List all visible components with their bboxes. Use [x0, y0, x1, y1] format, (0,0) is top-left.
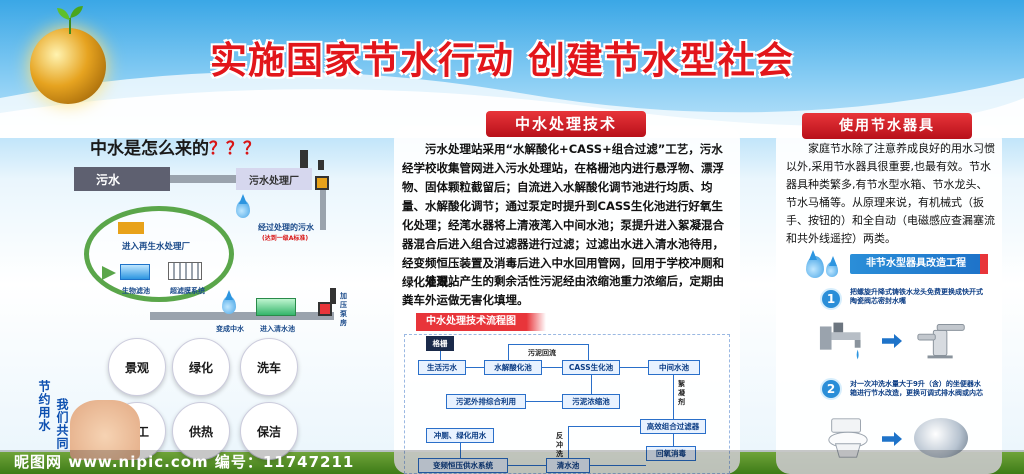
sewage-box: 污水: [74, 167, 170, 191]
use-circle-landscape: 景观: [108, 338, 166, 396]
toilet-icon: [828, 418, 868, 458]
flow-sludge-thicken: 污泥浓缩池: [562, 394, 620, 409]
treated-label: 经过处理的污水: [258, 223, 314, 232]
flow-clear-pool: 清水池: [546, 458, 590, 473]
flow-line: [460, 443, 461, 458]
item2-badge: 2: [820, 378, 842, 400]
flow-filter: 高效组合过滤器: [640, 419, 706, 434]
flow-title: 中水处理技术流程图: [426, 316, 516, 327]
plant-label: 污水处理厂: [249, 175, 299, 187]
flow-title-tag: 中水处理技术流程图: [416, 313, 546, 331]
membrane-icon: [168, 262, 202, 280]
hands-image: [70, 400, 140, 460]
question-marks: ？？？: [209, 139, 260, 159]
flow-backwash: 反冲洗: [556, 432, 563, 458]
pressure-label: 加压泵房: [340, 292, 347, 327]
middle-para-2: 处理站产生的剩余活性污泥经由浓缩池重力浓缩后，定期由粪车外运做无害化填埋。: [402, 274, 724, 307]
item2-text: 对一次冲洗水量大于9升（含）的坐便器水箱进行节水改造，更换可调式排水阀或内芯: [850, 380, 983, 397]
flow-line: [508, 465, 546, 466]
water-drop-icon: [222, 296, 236, 314]
use-circle-greening: 绿化: [172, 338, 230, 396]
plant-box: 污水处理厂: [236, 168, 312, 190]
to-clear-pool-label: 进入清水池: [260, 325, 295, 333]
step2-label: 超滤膜系统: [170, 287, 205, 295]
valve-box: [315, 176, 329, 190]
flow-line: [591, 375, 592, 394]
use-circle-carwash: 洗车: [240, 338, 298, 396]
flow-sewage: 生活污水: [418, 360, 466, 375]
reuse-plant-label: 进入再生水处理厂: [122, 242, 191, 252]
flow-line: [508, 344, 588, 345]
globe-icon: [30, 28, 106, 104]
banner: 非节水型器具改造工程: [850, 254, 982, 274]
sewage-label: 污水: [96, 172, 121, 187]
treated-sub: (达到一级A标准): [262, 235, 309, 242]
bio-filter-icon: [120, 264, 150, 280]
flow-reuse: 冲厕、绿化用水: [426, 428, 494, 443]
slogan-1: 节约用水: [37, 380, 51, 432]
page-title: 实施国家节水行动 创建节水型社会: [210, 39, 794, 82]
flow-sludge-out: 污泥外排综合利用: [446, 394, 526, 409]
right-para: 家庭节水除了注意养成良好的用水习惯以外,采用节水器具很重要,也最有效。节水器具种…: [786, 142, 995, 245]
flow-cass: CASS生化池: [562, 360, 620, 375]
middle-para-1: 污水处理站采用“水解酸化+CASS+组合过滤”工艺，污水经学校收集管网进入污水处…: [402, 142, 724, 289]
flow-line: [440, 351, 441, 360]
question-title: 中水是怎么来的？？？: [90, 134, 260, 159]
middle-heading: 中水处理技术: [486, 111, 646, 137]
banner-label: 非节水型器具改造工程: [866, 258, 966, 269]
flow-arrow: [150, 312, 334, 320]
flow-line: [673, 375, 674, 419]
sprout-icon: [57, 6, 83, 34]
right-panel: [776, 126, 1002, 474]
water-drop-icon: [826, 262, 838, 277]
factory-chimney: [300, 150, 308, 168]
flow-disinfect: 回氧消毒: [646, 446, 696, 461]
step1-label: 生物滤池: [122, 287, 150, 295]
flow-middle-pool: 中间水池: [648, 360, 700, 375]
flow-line: [526, 401, 562, 402]
flow-line: [588, 344, 589, 360]
water-drop-icon: [236, 200, 250, 218]
flow-line: [542, 367, 562, 368]
use-circle-heating: 供热: [172, 402, 230, 460]
pump-box: [318, 302, 332, 316]
flow-line: [508, 344, 509, 360]
flow-line: [673, 434, 674, 446]
flow-line: [620, 367, 648, 368]
slogan-2: 我们共同: [55, 398, 69, 450]
flow-vfd-supply: 变频恒压供水系统: [418, 458, 508, 473]
new-faucet-icon: [917, 324, 965, 359]
tank-icon: [118, 222, 144, 234]
flow-line: [568, 426, 640, 427]
reuse-plant-ring: [84, 206, 234, 302]
to-reclaimed-label: 变成中水: [216, 325, 244, 333]
item1-badge: 1: [820, 288, 842, 310]
item1-text: 把螺旋升降式铸铁水龙头免费更换成快开式陶瓷阀芯密封水嘴: [850, 288, 983, 305]
flow-hydrolysis: 水解酸化池: [484, 360, 542, 375]
flow-sludge-return: 污泥回流: [528, 349, 556, 357]
banner-tail: [980, 254, 988, 274]
water-drop-icon: [806, 256, 824, 278]
flow-flocculant: 絮凝剂: [678, 380, 685, 406]
old-faucet-icon: [819, 322, 861, 360]
flow-grid: 格栅: [426, 336, 454, 351]
flow-arrow: [170, 175, 236, 183]
middle-panel: [394, 126, 740, 474]
right-heading: 使用节水器具: [802, 113, 972, 139]
flow-pipe: [320, 190, 326, 230]
flow-line: [590, 465, 646, 466]
pump-chimney: [330, 288, 336, 304]
clear-pool-icon: [256, 298, 296, 316]
use-circle-cleaning: 保洁: [240, 402, 298, 460]
factory-chimney: [318, 160, 324, 170]
question-main: 中水是怎么来的: [90, 139, 209, 159]
flow-line: [568, 426, 569, 458]
valve-part-icon: [914, 418, 968, 458]
watermark: 昵图网 www.nipic.com 编号：11747211: [0, 450, 1024, 474]
flow-line: [466, 367, 484, 368]
